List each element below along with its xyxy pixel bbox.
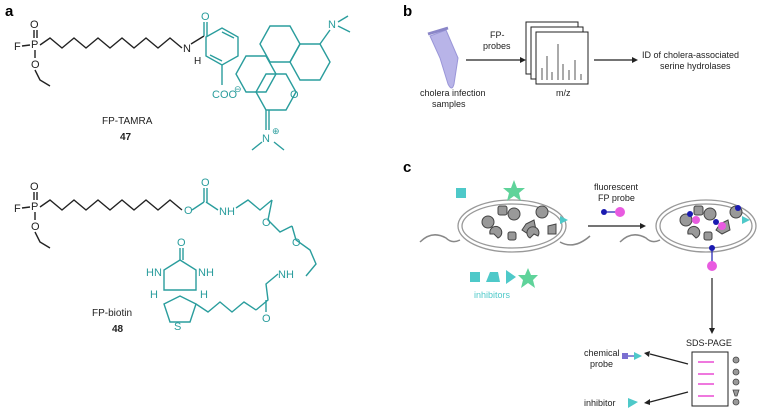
flagellum-left (419, 234, 461, 243)
panel-c-workflow: inhibitors fluorescent FP probe (419, 180, 757, 408)
probe-head-icon (601, 209, 607, 215)
inhibitor-star-icon-2 (518, 268, 538, 288)
atom-h-right: H (200, 289, 208, 301)
compound-name-fp-biotin: FP-biotin (92, 308, 132, 319)
atom-nh-ureido: NH (198, 267, 214, 279)
sds-page-gel (691, 351, 729, 407)
flagellum-right (619, 234, 661, 243)
atom-o-ester-2: O (31, 221, 40, 233)
atom-o-amide: O (201, 11, 210, 23)
ms-spectrum-peaks (541, 44, 582, 80)
atom-s: S (174, 321, 181, 333)
atom-nh-carbamate: NH (219, 206, 235, 218)
panel-label-b: b (403, 3, 412, 20)
gel-band-enzyme-icons (732, 356, 740, 406)
atom-o-peg1: O (262, 217, 271, 229)
inhibitor-square-icon-2 (470, 272, 480, 282)
atom-p-2: P (31, 201, 38, 213)
labeled-enzymes (687, 205, 741, 230)
inhibitor-trapezoid-icon (486, 272, 500, 282)
atom-coo: COO (212, 89, 238, 101)
result-label-1: ID of cholera-associated (642, 50, 739, 60)
compound-number-47: 47 (120, 132, 132, 143)
atom-o-top-2: O (30, 181, 39, 193)
inhibitor-star-icon (503, 180, 525, 201)
atom-h-left: H (150, 289, 158, 301)
sds-page-label: SDS-PAGE (686, 338, 732, 348)
atom-p: P (31, 39, 38, 51)
enzymes-left (481, 205, 557, 241)
bound-inhibitor-left (560, 216, 568, 224)
fp-biotin-structure: O P F O O O NH O O NH O S HN NH (14, 177, 317, 335)
fluor-probe-label-1: fluorescent (594, 182, 639, 192)
atom-o-carbonyl: O (201, 177, 210, 189)
samples-label-1: cholera infection (420, 88, 486, 98)
atom-h-amide: H (194, 56, 201, 67)
atom-nh-amide: N (183, 43, 191, 55)
atom-coo-charge: ⊖ (234, 84, 242, 94)
secreted-fluorophore-icon (707, 261, 717, 271)
atom-o-carbamate: O (184, 205, 193, 217)
spectrum-card-1 (535, 31, 589, 85)
bound-inhibitor-right (742, 216, 750, 224)
arrow-inhibitor (649, 391, 689, 403)
chemical-probe-label-2: probe (590, 359, 613, 369)
panel-label-c: c (403, 159, 411, 176)
sample-tube-icon (429, 29, 459, 89)
cell-outer-membrane-left (457, 199, 567, 253)
atom-n-dimethyl: N (328, 19, 336, 31)
samples-label-2: samples (432, 99, 466, 109)
inhibitor-square-icon (456, 188, 466, 198)
secreted-probe-head-icon (709, 245, 715, 251)
atom-o-ester: O (31, 59, 40, 71)
atom-hn-ureido: HN (146, 267, 162, 279)
fluor-probe-label-2: FP probe (598, 193, 635, 203)
fp-probes-label-2: probes (483, 41, 511, 51)
atom-n-iminium: N (262, 133, 270, 145)
atom-o-xanthene: O (290, 89, 299, 101)
fp-probes-label-1: FP- (490, 30, 505, 40)
inhibitor-output-label: inhibitor (584, 398, 616, 408)
atom-o-ureido: O (177, 237, 186, 249)
atom-o-top: O (30, 19, 39, 31)
flagellum-left-tail (559, 235, 591, 246)
atom-nh-amide-2: NH (278, 269, 294, 281)
inhibitors-label: inhibitors (474, 290, 511, 300)
atom-f: F (14, 41, 21, 53)
fp-tamra-structure: O P F O N H O COO ⊖ O N (14, 11, 351, 151)
inhibitor-output-icon (628, 398, 638, 408)
cell-outer-membrane-right (655, 199, 757, 253)
mz-axis-label: m/z (556, 88, 571, 98)
cell-inner-membrane-right (659, 203, 753, 249)
panel-label-a: a (5, 3, 14, 20)
arrow-chemical-probe (649, 353, 689, 365)
inhibitor-triangle-icon (506, 270, 516, 284)
fluorophore-icon (615, 207, 625, 217)
result-label-2: serine hydrolases (660, 61, 731, 71)
atom-o-peg2: O (292, 237, 301, 249)
compound-name-fp-tamra: FP-TAMRA (102, 116, 153, 127)
atom-n-iminium-charge: ⊕ (272, 126, 280, 136)
chemical-probe-icon (622, 353, 628, 359)
tube-cap-icon (427, 26, 449, 36)
atom-o-amide-2: O (262, 313, 271, 325)
gel-bands (698, 361, 714, 397)
cell-inner-membrane-left (461, 203, 563, 249)
chemical-probe-label-1: chemical (584, 348, 620, 358)
atom-f-2: F (14, 203, 21, 215)
panel-b-workflow: cholera infection samples FP- probes m/z… (420, 21, 739, 109)
compound-number-48: 48 (112, 324, 124, 335)
